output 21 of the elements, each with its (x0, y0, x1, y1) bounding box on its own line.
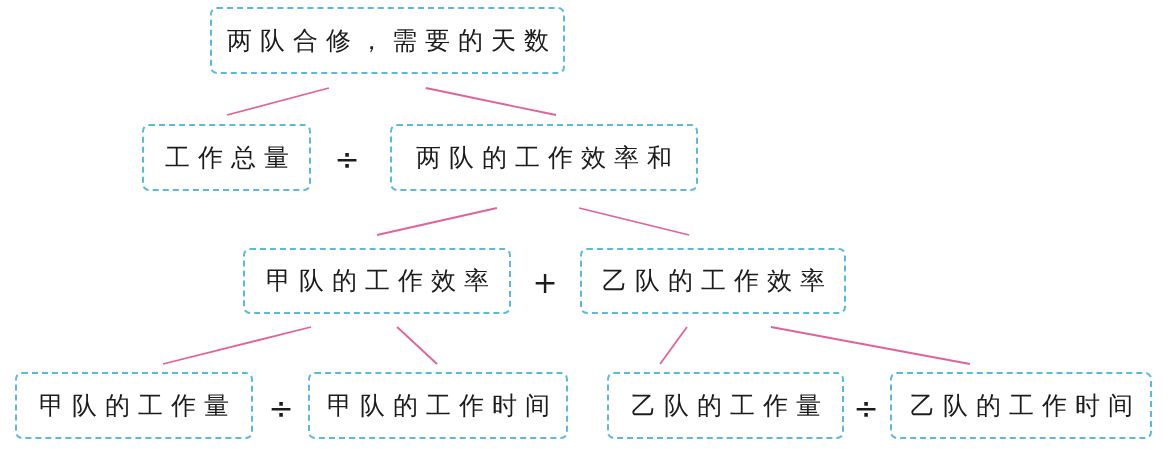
term-box: 工作总量 (142, 124, 311, 191)
term-box: 甲队的工作时间 (308, 372, 568, 439)
connector-line (578, 207, 690, 236)
connector-line (659, 326, 688, 365)
operator-symbol: ÷ (268, 394, 294, 424)
term-box: 乙队的工作量 (607, 372, 844, 439)
term-box: 两队合修，需要的天数 (210, 7, 565, 74)
operator-symbol: ÷ (334, 145, 360, 175)
term-box: 甲队的工作效率 (243, 248, 511, 314)
operator-symbol: ÷ (853, 394, 879, 424)
term-box: 乙队的工作时间 (890, 372, 1152, 439)
term-box: 两队的工作效率和 (390, 124, 698, 191)
term-box: 乙队的工作效率 (580, 248, 846, 314)
connector-line (162, 326, 312, 365)
connector-line (376, 207, 498, 236)
connector-line (424, 87, 557, 116)
connector-line (226, 87, 330, 116)
connector-line (770, 326, 971, 365)
operator-symbol: + (532, 268, 558, 298)
term-box: 甲队的工作量 (15, 372, 253, 439)
connector-line (396, 326, 438, 365)
